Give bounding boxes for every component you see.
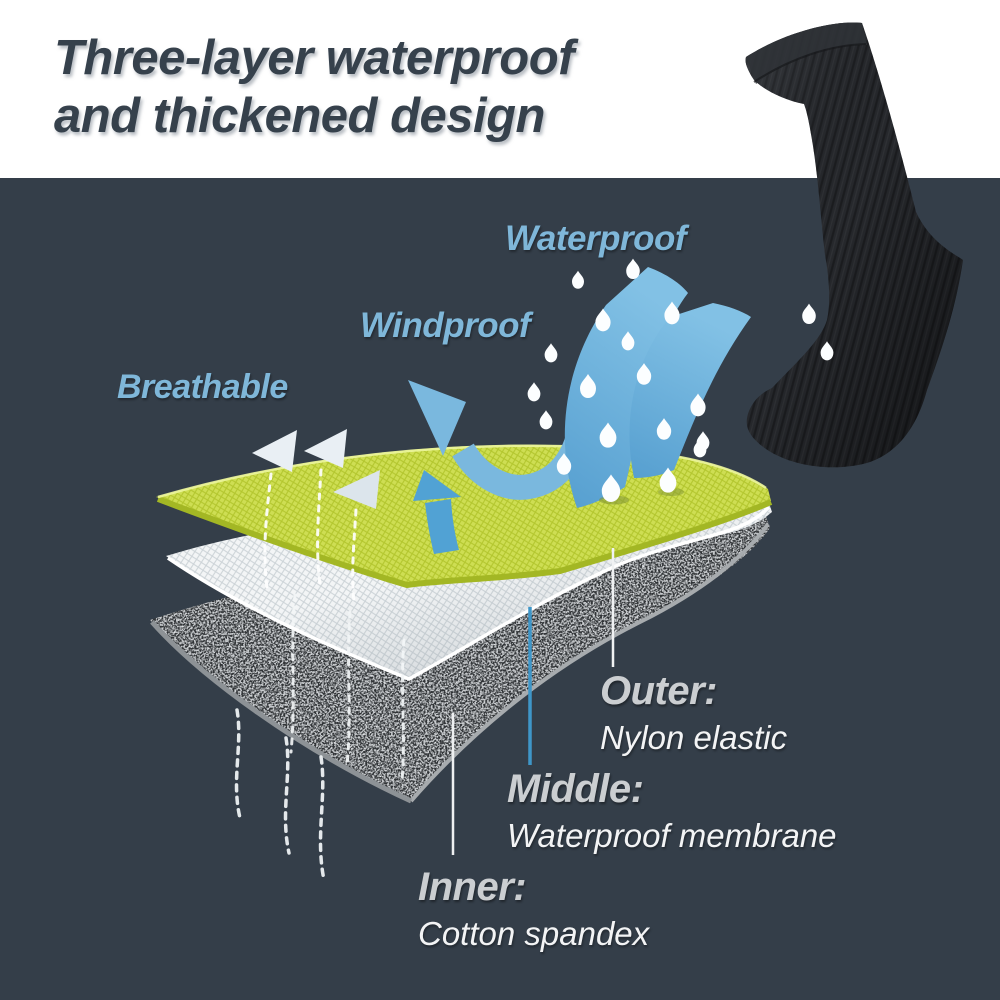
middle-layer-material: Waterproof membrane [507, 817, 837, 854]
middle-layer-name: Middle: [507, 767, 644, 811]
windproof-arrowhead [408, 380, 466, 456]
vapor-arrowhead [333, 470, 380, 509]
outer-layer-thickness-edge [156, 496, 773, 589]
airflow-arrow [413, 470, 461, 554]
inner-layer-material: Cotton spandex [418, 915, 650, 952]
vapor-dashes-top [263, 468, 358, 604]
page-title-line1: Three-layer waterproof [54, 31, 575, 85]
ribbon-left [564, 267, 688, 508]
middle-layer-edge [167, 505, 771, 681]
inner-layer-name: Inner: [418, 865, 527, 909]
outer-layer-top-edge [157, 444, 767, 499]
inner-fiber-dashes [234, 708, 326, 882]
vapor-dashes-mid [289, 593, 406, 782]
inner-layer-front-edge [409, 522, 770, 803]
outer-layer-material: Nylon elastic [600, 719, 788, 756]
page-title-line2: and thickened design [54, 88, 545, 143]
sock-shading [745, 22, 963, 468]
vapor-arrowhead [304, 429, 347, 468]
outer-layer-name: Outer: [600, 669, 718, 713]
vapor-arrowhead [252, 430, 297, 472]
windproof-label: Windproof [360, 306, 531, 345]
inner-layer-left-edge [150, 620, 413, 804]
waterproof-label: Waterproof [505, 219, 687, 258]
sock-image [745, 22, 963, 468]
sock-cuff-seam [753, 43, 867, 83]
outer-layer-note: Outer: Nylon elastic [600, 669, 787, 757]
middle-layer-note: Middle: Waterproof membrane [507, 767, 837, 855]
breathable-vapor-arrows [252, 429, 380, 604]
breathable-label: Breathable [117, 368, 288, 406]
water-droplets [527, 258, 834, 505]
page-title: Three-layer waterproof and thickened des… [54, 30, 575, 146]
inner-layer-note: Inner: Cotton spandex [418, 865, 649, 953]
